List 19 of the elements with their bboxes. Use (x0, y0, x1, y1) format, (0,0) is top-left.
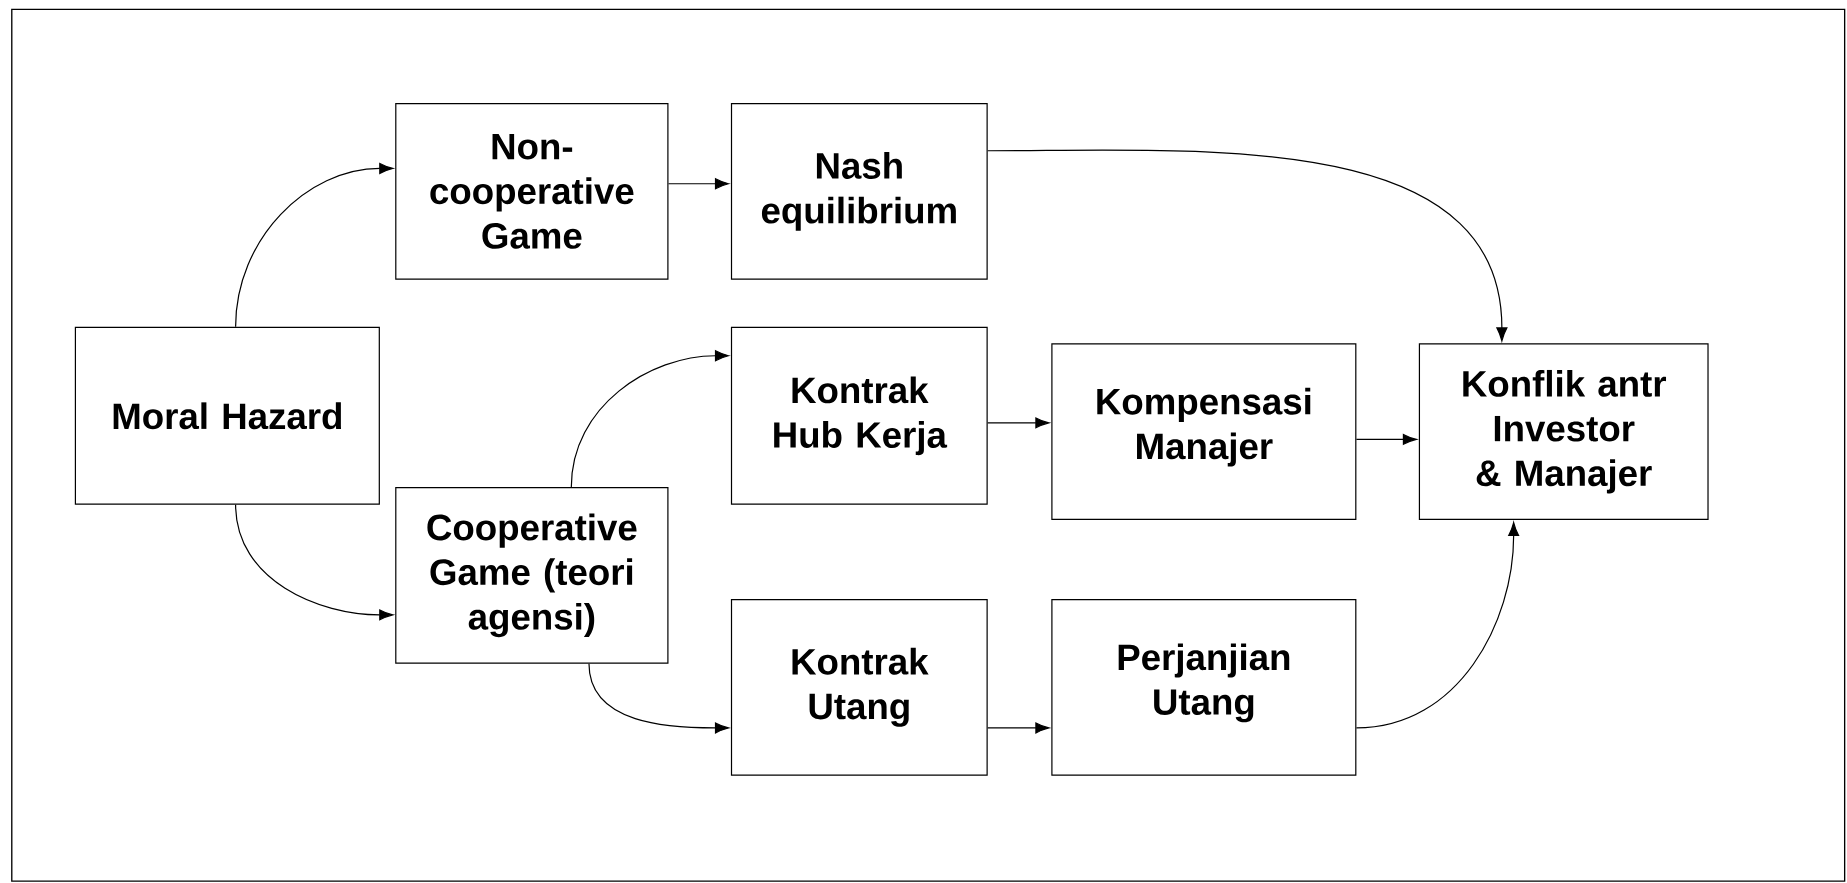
arrow (987, 149, 1508, 342)
process-box: Cooperative Game (teori agensi) (395, 486, 669, 664)
process-box: Kontrak Utang (730, 598, 988, 776)
arrow (570, 349, 730, 488)
process-box: Moral Hazard (74, 326, 380, 505)
arrow (1355, 521, 1520, 729)
process-box: Nash equilibrium (730, 102, 988, 280)
process-box: Non-cooperative Game (395, 102, 669, 280)
process-box: Perjanjian Utang (1051, 598, 1357, 776)
arrow (235, 503, 394, 621)
arrow (1355, 433, 1417, 445)
process-box: Konflik antr Investor & Manajer (1418, 343, 1709, 520)
arrow (667, 177, 730, 190)
arrow (987, 417, 1050, 429)
arrow (588, 662, 730, 734)
arrow (235, 162, 394, 328)
process-box: Kompensasi Manajer (1051, 343, 1357, 520)
process-box: Kontrak Hub Kerja (730, 326, 988, 505)
arrow (987, 722, 1050, 734)
